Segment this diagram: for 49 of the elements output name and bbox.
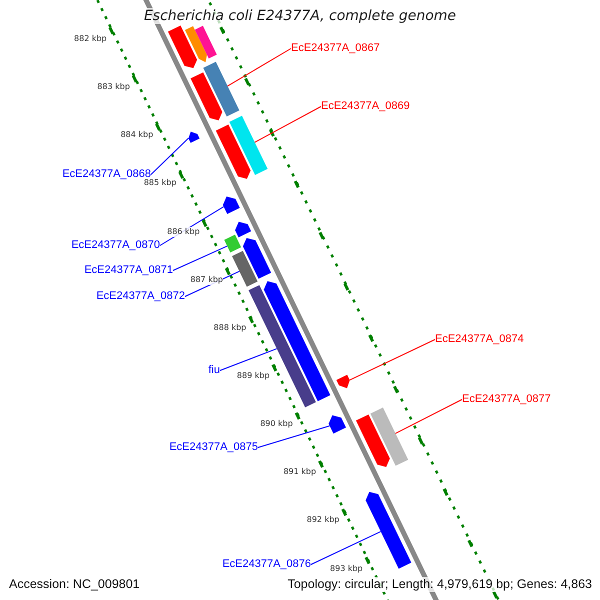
gene-feature: [216, 124, 251, 179]
tick-label: 890 kbp: [260, 419, 293, 430]
gene-label: EcE24377A_0869: [321, 100, 410, 113]
leader-line: [254, 106, 322, 143]
leader-line: [310, 531, 382, 565]
tick-label: 884 kbp: [120, 130, 154, 140]
tick-label: 889 kbp: [236, 370, 270, 381]
tick-label: 891 kbp: [283, 467, 316, 478]
gene-label: EcE24377A_0875: [169, 441, 258, 454]
leader-line: [349, 339, 436, 381]
tick-label: 885 kbp: [144, 178, 176, 188]
gene-feature: [229, 116, 268, 175]
gene-feature: [194, 26, 217, 59]
gene-label: EcE24377A_0867: [291, 42, 380, 55]
leader-line: [172, 246, 228, 271]
leader-line: [258, 425, 330, 448]
gene-feature: [232, 250, 258, 287]
gene-label: fiu: [208, 364, 220, 377]
gene-feature: [366, 492, 412, 569]
gene-feature: [184, 26, 207, 62]
gene-feature: [235, 222, 252, 238]
gene-feature: [190, 72, 222, 120]
leader-line: [227, 48, 292, 87]
genome-summary-text: Topology: circular; Length: 4,979,619 bp; Genes: 4,863: [288, 577, 592, 592]
gene-feature: [188, 132, 200, 143]
gene-label: EcE24377A_0871: [84, 264, 173, 277]
gene-feature: [222, 196, 240, 214]
leader-line: [394, 399, 462, 434]
gene-feature: [370, 407, 408, 466]
tick-label: 893 kbp: [330, 564, 363, 574]
tick-label: 888 kbp: [214, 322, 246, 333]
gene-feature: [356, 414, 390, 467]
accession-text: Accession: NC_009801: [9, 577, 140, 592]
gene-label: EcE24377A_0877: [462, 393, 551, 406]
tick-label: 882 kbp: [74, 34, 107, 44]
gene-label: EcE24377A_0876: [222, 558, 311, 571]
gene-label: EcE24377A_0874: [435, 333, 524, 346]
gene-label: EcE24377A_0870: [71, 239, 160, 252]
gene-feature: [328, 415, 346, 434]
gene-feature: [203, 62, 240, 116]
gene-label: EcE24377A_0872: [96, 290, 185, 303]
tick-label: 892 kbp: [306, 515, 340, 526]
gene-feature: [336, 374, 350, 388]
tick-label: 887 kbp: [190, 274, 223, 285]
leader-line: [150, 138, 189, 175]
gene-feature: [168, 26, 198, 68]
tick-label: 883 kbp: [97, 82, 130, 92]
gene-feature: [242, 238, 272, 279]
tick-label: 886 kbp: [167, 226, 200, 237]
